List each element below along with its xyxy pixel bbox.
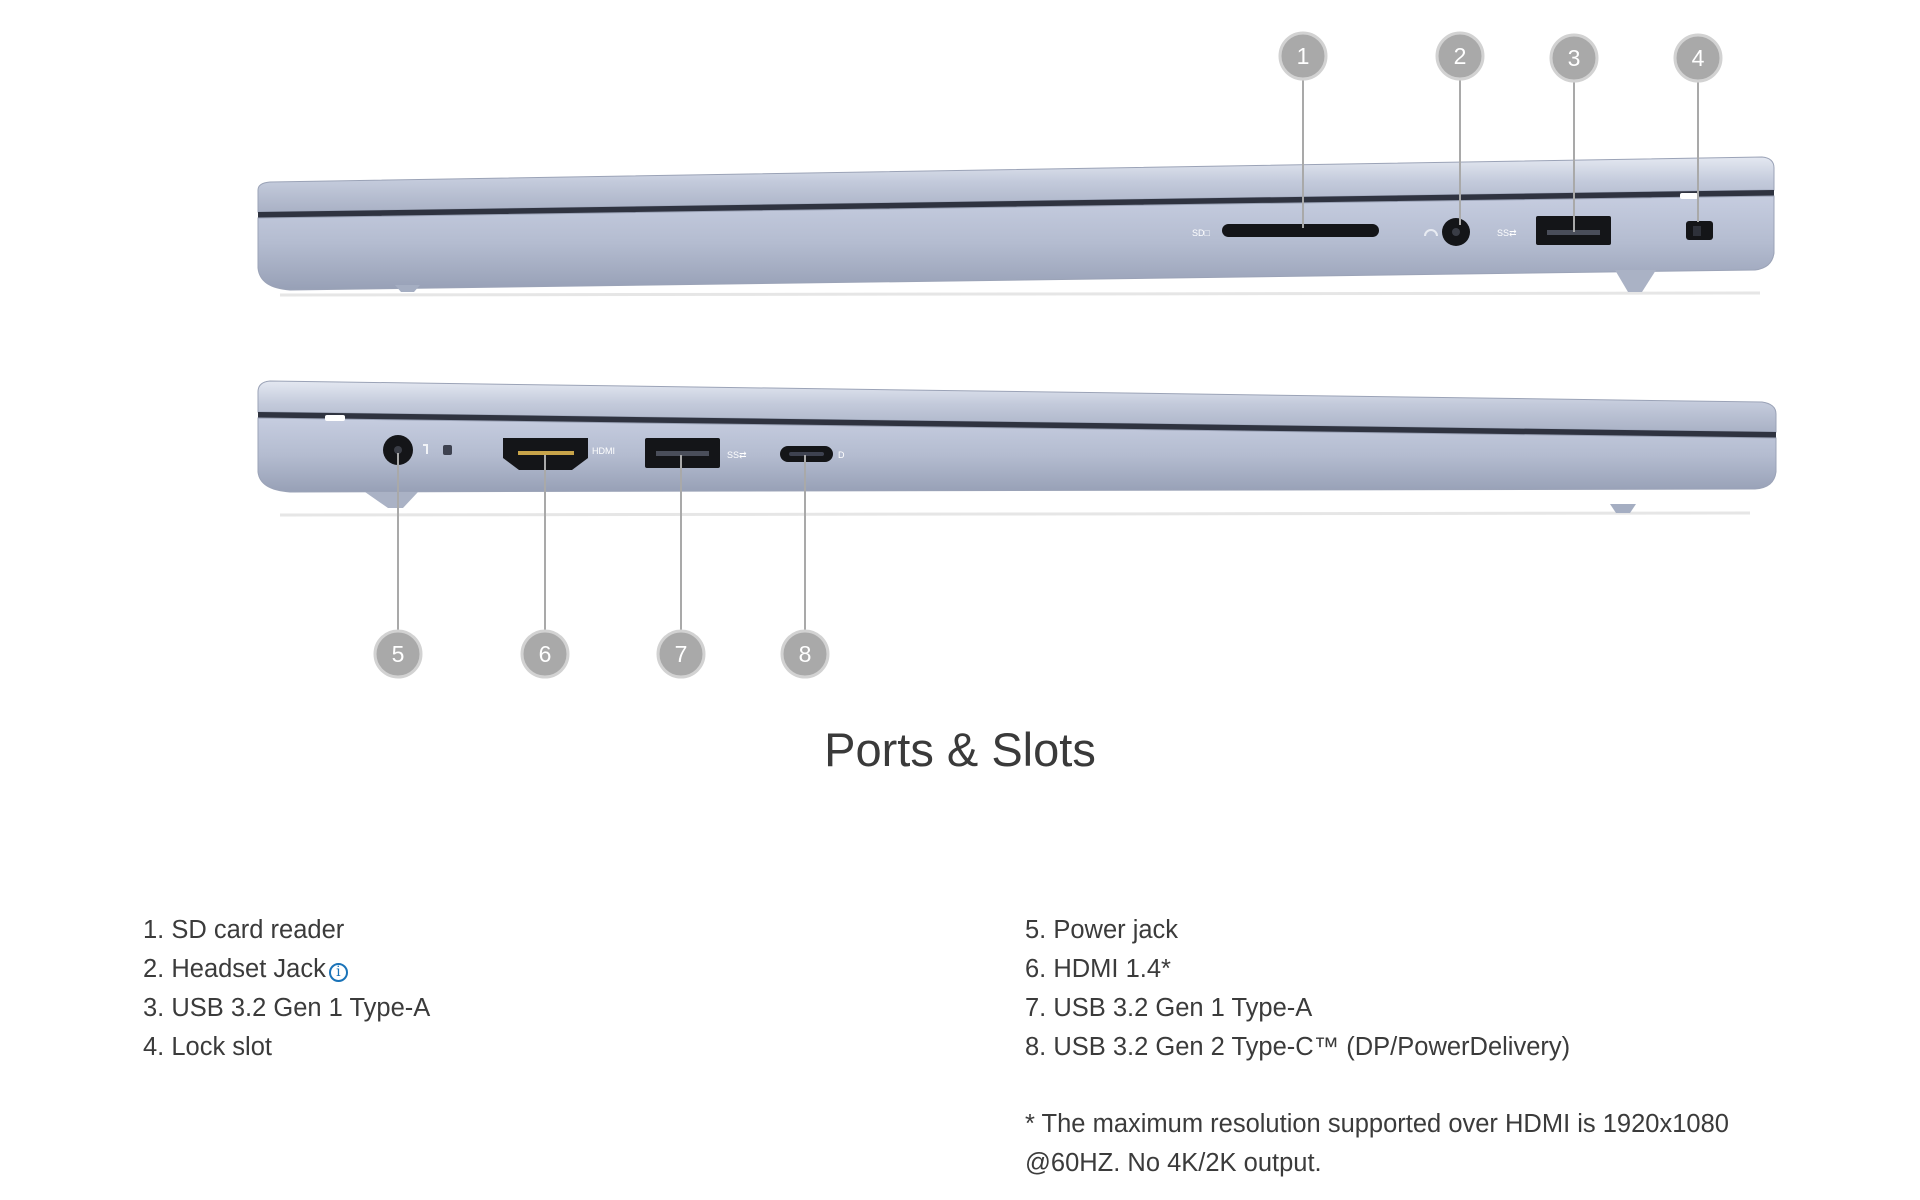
callout-badge-6: 6 [520, 629, 570, 679]
callout-badge-3: 3 [1549, 33, 1599, 83]
sd-port-label: SD□ [1192, 228, 1211, 238]
list-item: 7. USB 3.2 Gen 1 Type-A [1025, 994, 1313, 1022]
callout-badge-8: 8 [780, 629, 830, 679]
list-item: 6. HDMI 1.4* [1025, 955, 1171, 983]
laptop-ports-diagram: SD□ SS⇄ HDMI SS⇄ D [257, 31, 1777, 679]
laptop-right-side: SD□ SS⇄ [257, 156, 1775, 297]
callout-leader-lines [397, 79, 1699, 631]
callout-badge-4: 4 [1673, 33, 1723, 83]
svg-text:7: 7 [675, 641, 688, 667]
callout-badge-1: 1 [1278, 31, 1328, 81]
callout-badge-7: 7 [656, 629, 706, 679]
list-item-label: 2. Headset Jack [143, 955, 326, 983]
list-item: 4. Lock slot [143, 1033, 272, 1061]
sd-card-slot [1222, 224, 1379, 237]
laptop-left-side: HDMI SS⇄ D [257, 380, 1777, 517]
list-item: 1. SD card reader [143, 916, 345, 944]
info-icon[interactable]: i [328, 963, 348, 982]
svg-text:8: 8 [799, 641, 812, 667]
hdmi-footnote: * The maximum resolution supported over … [1025, 1110, 1729, 1177]
list-item: 8. USB 3.2 Gen 2 Type-C™ (DP/PowerDelive… [1025, 1033, 1571, 1061]
page-title: Ports & Slots [824, 723, 1096, 776]
list-item: 5. Power jack [1025, 916, 1179, 944]
svg-text:5: 5 [392, 641, 405, 667]
hdmi-port-label: HDMI [592, 446, 615, 456]
list-item: 3. USB 3.2 Gen 1 Type-A [143, 994, 431, 1022]
usb-a-left-label: SS⇄ [727, 450, 747, 460]
usb-c-label: D [838, 450, 845, 460]
svg-text:1: 1 [1297, 43, 1310, 69]
callout-badge-2: 2 [1435, 31, 1485, 81]
svg-text:4: 4 [1692, 45, 1705, 71]
svg-text:3: 3 [1568, 45, 1581, 71]
callout-badge-5: 5 [373, 629, 423, 679]
port-list-right: 5. Power jack 6. HDMI 1.4* 7. USB 3.2 Ge… [1025, 911, 1570, 1067]
svg-text:2: 2 [1454, 43, 1467, 69]
svg-text:6: 6 [539, 641, 552, 667]
usb-a-right-label: SS⇄ [1497, 228, 1517, 238]
